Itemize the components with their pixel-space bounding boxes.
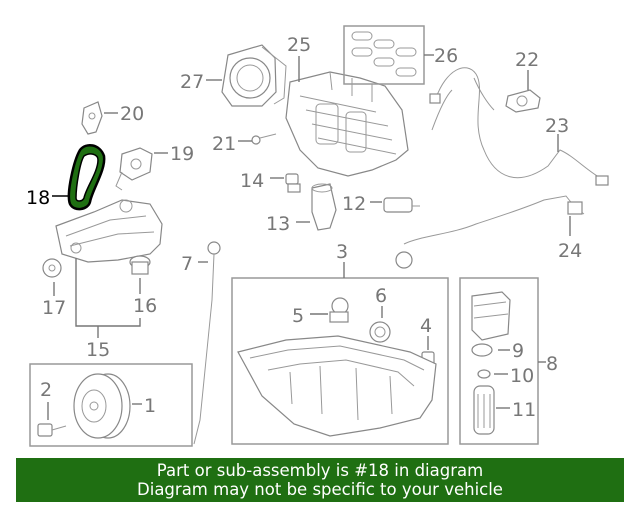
- callout-27[interactable]: 27: [180, 71, 204, 93]
- part-9-o-ring[interactable]: [471, 343, 493, 357]
- part-8-group-box: [459, 277, 539, 445]
- callout-8[interactable]: 8: [546, 353, 558, 375]
- callout-12[interactable]: 12: [342, 193, 366, 215]
- part-6-seal[interactable]: [369, 321, 391, 343]
- part-16-screen[interactable]: [129, 255, 151, 275]
- oil-filter-housing[interactable]: [471, 291, 511, 341]
- callout-16[interactable]: 16: [133, 295, 157, 317]
- part-27-throttle-body[interactable]: [221, 44, 287, 107]
- part-5-drain-plug[interactable]: [329, 297, 349, 323]
- callout-15[interactable]: 15: [86, 339, 110, 361]
- part-3-group-box: [231, 277, 449, 445]
- banner-line-1: Part or sub-assembly is #18 in diagram: [156, 461, 484, 480]
- part-17-sprocket[interactable]: [42, 258, 62, 278]
- callout-21[interactable]: 21: [212, 133, 236, 155]
- vehicle-fit-notice-banner: Part or sub-assembly is #18 in diagram D…: [16, 458, 624, 502]
- callout-24[interactable]: 24: [558, 240, 582, 262]
- callout-9[interactable]: 9: [512, 340, 524, 362]
- part-21-bolt[interactable]: [251, 133, 277, 145]
- callout-3[interactable]: 3: [336, 241, 348, 263]
- callout-11[interactable]: 11: [512, 399, 536, 421]
- callout-13[interactable]: 13: [266, 213, 290, 235]
- part-18-oil-pump-chain[interactable]: [67, 143, 106, 211]
- callout-22[interactable]: 22: [515, 49, 539, 71]
- callout-20[interactable]: 20: [120, 103, 144, 125]
- callout-25[interactable]: 25: [287, 34, 311, 56]
- callout-1[interactable]: 1: [144, 395, 156, 417]
- callout-15-leader: [75, 258, 141, 338]
- callout-10[interactable]: 10: [510, 365, 534, 387]
- callout-2[interactable]: 2: [40, 379, 52, 401]
- part-12-sensor[interactable]: [383, 197, 420, 213]
- part-13-solenoid[interactable]: [311, 183, 337, 231]
- part-14-sensor[interactable]: [285, 173, 301, 193]
- part-26-gasket-set[interactable]: [343, 25, 425, 85]
- part-11-oil-filter[interactable]: [473, 385, 495, 435]
- part-24-wiring-harness[interactable]: [395, 195, 585, 269]
- callout-5[interactable]: 5: [292, 305, 304, 327]
- part-1-crankshaft-pulley[interactable]: [73, 373, 131, 439]
- callout-14[interactable]: 14: [240, 170, 264, 192]
- part-23-wiring-harness[interactable]: [429, 67, 609, 186]
- part-10-o-ring[interactable]: [477, 369, 491, 379]
- part-2-bolt[interactable]: [37, 423, 67, 437]
- callout-6[interactable]: 6: [375, 285, 387, 307]
- part-7-dipstick[interactable]: [193, 241, 221, 445]
- part-19-sensor[interactable]: [115, 147, 153, 191]
- part-25-intake-manifold[interactable]: [285, 71, 409, 177]
- callout-7[interactable]: 7: [181, 253, 193, 275]
- part-1-group-box: [29, 363, 193, 447]
- part-20-bracket[interactable]: [81, 101, 103, 135]
- banner-line-2: Diagram may not be specific to your vehi…: [137, 480, 503, 499]
- part-3-oil-pan[interactable]: [237, 335, 437, 437]
- callout-19[interactable]: 19: [170, 143, 194, 165]
- callout-4[interactable]: 4: [420, 315, 432, 337]
- oil-pump-assembly[interactable]: [55, 199, 163, 263]
- callout-23[interactable]: 23: [545, 115, 569, 137]
- part-22-sensor[interactable]: [505, 89, 541, 113]
- callout-18[interactable]: 18: [26, 187, 50, 209]
- callout-26[interactable]: 26: [434, 45, 458, 67]
- callout-17[interactable]: 17: [42, 297, 66, 319]
